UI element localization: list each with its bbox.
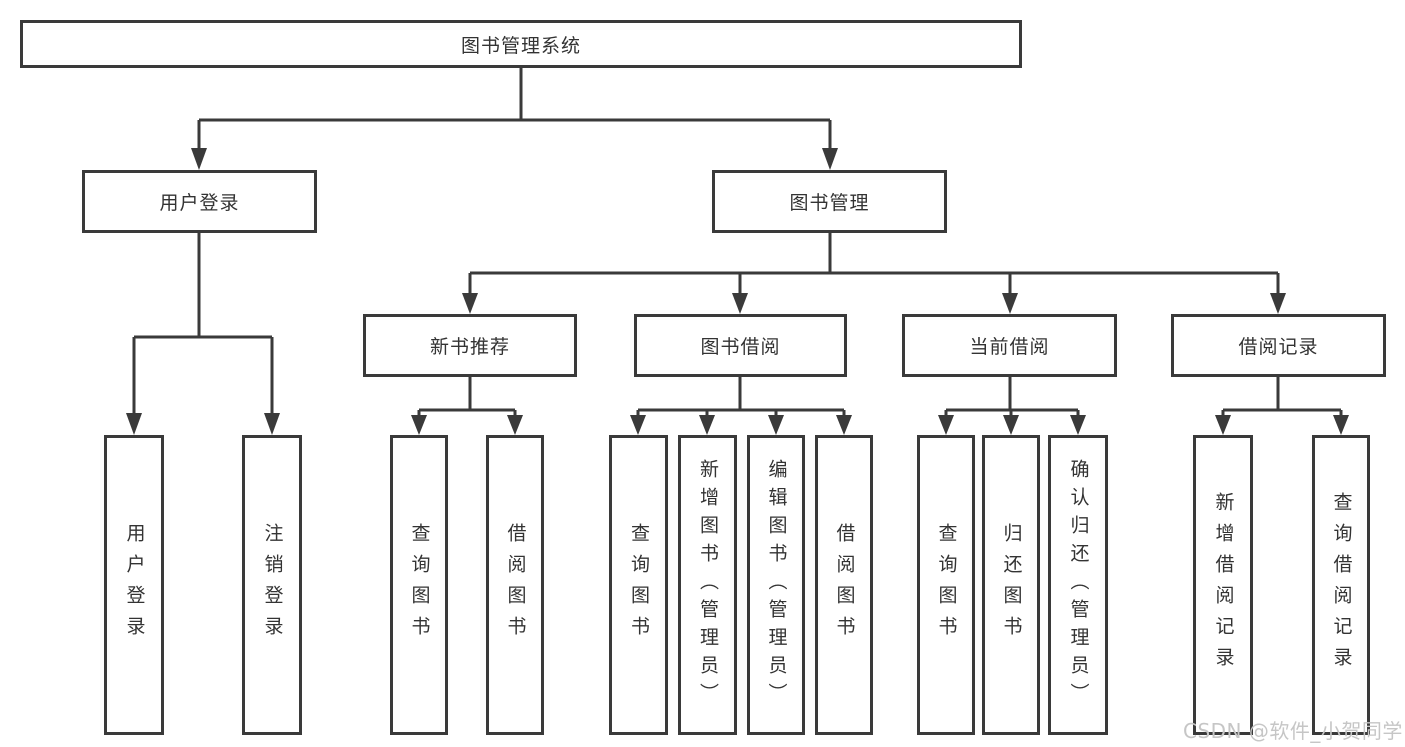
node-borrow-records: 借阅记录 — [1171, 314, 1386, 377]
leaf-add-borrow-record: 新增借阅记录 — [1193, 435, 1253, 735]
node-user-login: 用户登录 — [82, 170, 317, 233]
node-new-book-recommend: 新书推荐 — [363, 314, 577, 377]
node-current-borrow: 当前借阅 — [902, 314, 1117, 377]
leaf-add-book-admin: 新增图书（管理员） — [678, 435, 737, 735]
leaf-confirm-return-admin: 确认归还（管理员） — [1048, 435, 1108, 735]
leaf-edit-book-admin: 编辑图书（管理员） — [747, 435, 805, 735]
leaf-query-borrow-record: 查询借阅记录 — [1312, 435, 1370, 735]
leaf-return-books: 归还图书 — [982, 435, 1040, 735]
leaf-query-books-2: 查询图书 — [609, 435, 668, 735]
csdn-watermark: CSDN @软件_小贺同学 — [1183, 719, 1403, 743]
leaf-query-books-3: 查询图书 — [917, 435, 975, 735]
leaf-borrow-books-2: 借阅图书 — [815, 435, 873, 735]
node-root: 图书管理系统 — [20, 20, 1022, 68]
node-book-borrow: 图书借阅 — [634, 314, 847, 377]
leaf-borrow-books-1: 借阅图书 — [486, 435, 544, 735]
node-book-management: 图书管理 — [712, 170, 947, 233]
leaf-query-books-1: 查询图书 — [390, 435, 448, 735]
leaf-logout: 注销登录 — [242, 435, 302, 735]
leaf-user-login: 用户登录 — [104, 435, 164, 735]
